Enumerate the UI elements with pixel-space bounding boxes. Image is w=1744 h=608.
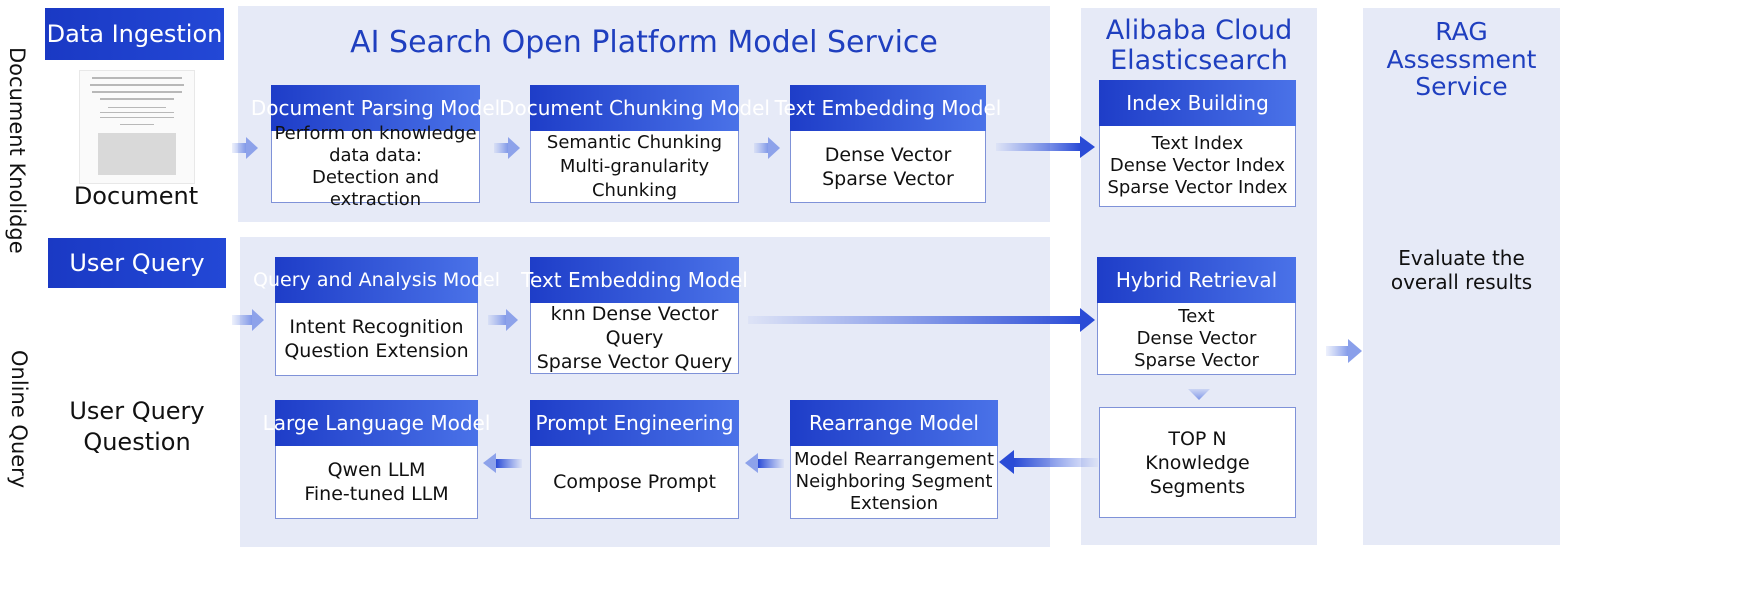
arrow-topn-to-rearrange bbox=[999, 450, 1098, 474]
arrow-parsing-to-chunking bbox=[494, 137, 520, 159]
prompt-engineering-box: Prompt Engineering Compose Prompt bbox=[530, 400, 739, 519]
rearrange-model-box: Rearrange Model Model Rearrangement Neig… bbox=[790, 400, 998, 519]
arrow-query-to-analysis bbox=[232, 309, 264, 331]
panel-rag bbox=[1363, 8, 1560, 545]
text-embedding-model-top-header: Text Embedding Model bbox=[775, 85, 1001, 131]
rag-title: RAG Assessment Service bbox=[1386, 17, 1537, 101]
rag-evaluate-text: Evaluate the overall results bbox=[1390, 246, 1533, 294]
large-language-model-header: Large Language Model bbox=[263, 400, 490, 446]
arrow-doc-to-parsing bbox=[232, 137, 258, 159]
user-query-question-label: User Query Question bbox=[69, 397, 205, 456]
arrow-es-to-rag bbox=[1326, 339, 1362, 363]
document-parsing-model-header: Document Parsing Model bbox=[251, 85, 500, 131]
query-analysis-model-box: Query and Analysis Model Intent Recognit… bbox=[253, 257, 500, 376]
document-label: Document bbox=[73, 182, 199, 210]
document-chunking-model-box: Document Chunking Model Semantic Chunkin… bbox=[499, 85, 770, 203]
ai-search-title: AI Search Open Platform Model Service bbox=[350, 25, 938, 60]
hybrid-retrieval-header: Hybrid Retrieval bbox=[1097, 257, 1296, 303]
hybrid-retrieval-box: Hybrid Retrieval Text Dense Vector Spars… bbox=[1097, 257, 1296, 375]
arrow-analysis-to-embedding bbox=[488, 309, 518, 331]
text-embedding-model-mid-box: Text Embedding Model knn Dense Vector Qu… bbox=[521, 257, 748, 374]
top-n-knowledge-segments-box: TOP N Knowledge Segments bbox=[1099, 407, 1296, 518]
arrow-prompt-to-llm bbox=[483, 453, 522, 473]
prompt-engineering-header: Prompt Engineering bbox=[530, 400, 739, 446]
index-building-box: Index Building Text Index Dense Vector I… bbox=[1099, 80, 1296, 207]
arrow-embedding-to-hybrid bbox=[748, 308, 1095, 332]
arrow-hybrid-to-topn bbox=[1188, 389, 1210, 400]
index-building-header: Index Building bbox=[1099, 80, 1296, 126]
elasticsearch-title: Alibaba Cloud Elasticsearch bbox=[1105, 15, 1293, 76]
document-chunking-model-header: Document Chunking Model bbox=[499, 85, 770, 131]
arrow-rearrange-to-prompt bbox=[745, 453, 784, 473]
data-ingestion-tag: Data Ingestion bbox=[45, 8, 224, 60]
user-query-tag: User Query bbox=[48, 238, 226, 288]
text-embedding-model-mid-header: Text Embedding Model bbox=[521, 257, 748, 303]
text-embedding-model-top-box: Text Embedding Model Dense Vector Sparse… bbox=[775, 85, 1001, 203]
large-language-model-box: Large Language Model Qwen LLM Fine-tuned… bbox=[263, 400, 490, 519]
document-thumbnail bbox=[79, 70, 195, 184]
document-parsing-model-box: Document Parsing Model Perform on knowle… bbox=[251, 85, 500, 210]
rearrange-model-header: Rearrange Model bbox=[790, 400, 998, 446]
arrow-chunking-to-embedding bbox=[754, 137, 780, 159]
arrow-embedding-to-index bbox=[996, 136, 1095, 158]
query-analysis-model-header: Query and Analysis Model bbox=[253, 257, 500, 303]
